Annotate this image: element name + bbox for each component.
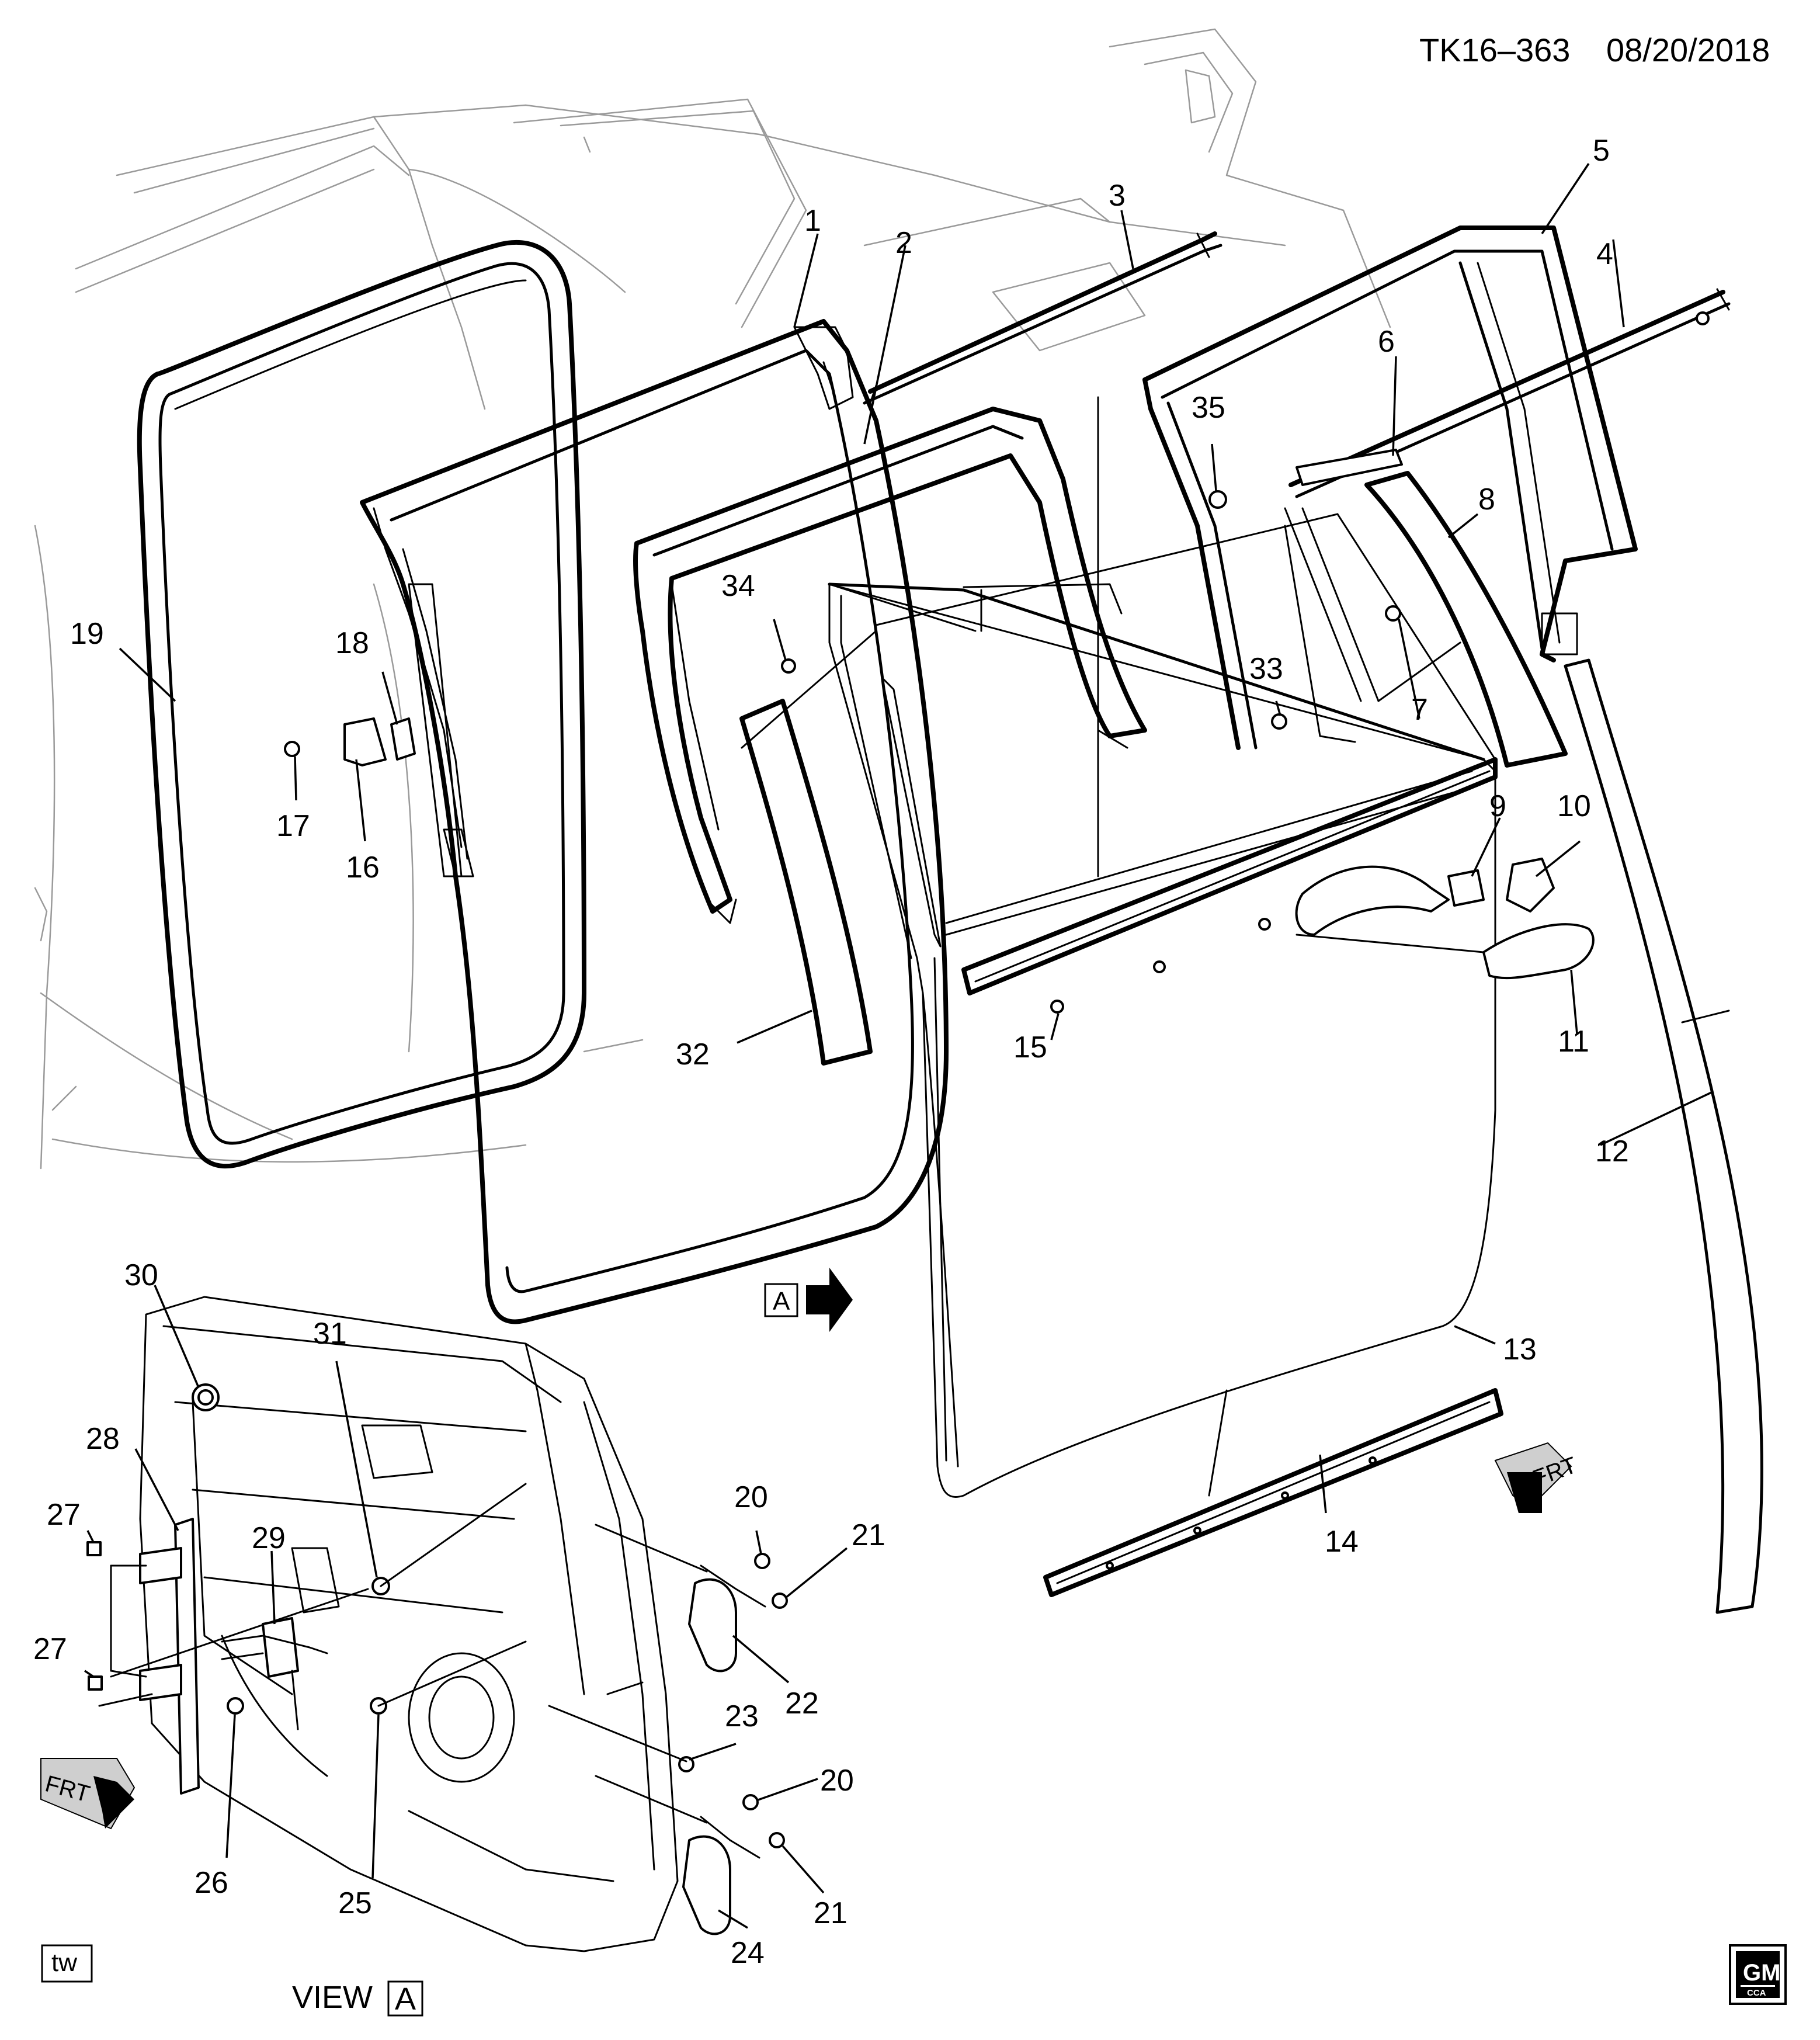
part-13-door-outer-panel [828,513,1496,1498]
callout-10: 10 [1557,789,1591,823]
tw-badge-label: tw [51,1948,77,1977]
frt-arrow-icon [1507,1472,1542,1513]
part-1-door-seal [360,319,949,1324]
part-21-bolt-lower [769,1832,785,1848]
callout-7: 7 [1411,693,1428,727]
part-30-grommet [192,1383,220,1411]
part-14-rocker-molding [1043,1388,1503,1597]
callout-2: 2 [895,226,912,260]
callout-14: 14 [1325,1525,1359,1559]
part-20-bolt-lower [742,1794,759,1810]
view-ref-arrow-icon [806,1268,853,1332]
callout-leaders [84,163,1712,1929]
drawing-id: TK16–363 [1419,32,1570,68]
callout-28: 28 [86,1422,120,1456]
part-34-screw [781,658,796,674]
callout-32: 32 [676,1038,710,1071]
callout-13: 13 [1503,1333,1537,1366]
part-26-bolt [227,1697,244,1715]
callout-31: 31 [313,1317,347,1351]
part-9-handle-bezel [1295,865,1485,936]
callout-24: 24 [731,1936,765,1970]
view-a-inner-panel [139,1296,679,1952]
callout-29: 29 [252,1521,286,1555]
part-17-bolt [284,741,300,757]
callout-19: 19 [70,617,104,651]
part-35-screw [1208,490,1227,509]
part-19-weatherstrip [137,240,586,1169]
part-18-striker-plate [390,717,416,761]
callout-6: 6 [1378,325,1395,359]
callout-23: 23 [725,1699,759,1733]
view-a-reference: A [764,1268,853,1332]
callout-9: 9 [1489,789,1506,823]
callout-12: 12 [1595,1135,1629,1168]
part-12-rear-seal [1564,658,1763,1614]
callout-21a: 21 [852,1518,885,1552]
callout-33: 33 [1249,652,1283,686]
frt-arrow-icon-lower [93,1776,134,1829]
callout-21b: 21 [814,1896,848,1930]
part-6-clip [1295,449,1403,486]
callout-4: 4 [1596,237,1613,271]
view-title: VIEW [292,1980,373,2015]
callout-1: 1 [804,204,821,238]
drawing-header: TK16–363 08/20/2018 [1419,32,1770,68]
part-22-upper-hinge [688,1564,766,1673]
callout-labels: 1 2 3 4 5 6 7 8 9 10 11 12 13 14 15 16 1… [33,134,1629,1970]
callout-22: 22 [785,1687,819,1720]
part-15-belt-molding [961,757,1498,1014]
part-32-front-applique [739,699,873,1066]
tw-badge: tw [41,1944,93,1983]
callout-8: 8 [1478,483,1495,516]
part-21-bolt-upper [772,1593,788,1609]
callout-34: 34 [721,569,755,603]
gm-logo: GM CCA [1729,1944,1787,2005]
view-a-leaders-right [548,1524,708,1824]
callout-11: 11 [1558,1025,1589,1059]
part-20-bolt-upper [754,1553,770,1569]
part-24-lower-hinge [682,1816,760,1935]
gm-logo-sub: CCA [1747,1988,1766,1998]
callout-3: 3 [1109,179,1126,213]
view-title-box-label: A [395,1982,416,2017]
vehicle-body-outline [34,28,1391,1170]
callout-35: 35 [1192,391,1225,425]
view-a-leaders-bolts [377,1483,527,1707]
part-5-window-frame [1142,225,1638,750]
callout-5: 5 [1593,134,1610,168]
callout-27b: 27 [33,1632,67,1666]
callout-20b: 20 [820,1764,854,1798]
callout-20a: 20 [734,1480,768,1514]
assembly-leader-lines [741,396,1461,877]
part-33-screw [1271,713,1287,730]
callout-25: 25 [338,1886,372,1920]
view-a-leaders-left [98,1564,369,1707]
part-27-bolt-lower [88,1675,103,1691]
part-16-striker [343,717,387,766]
part-2-glass-run-channel [633,407,1147,924]
view-a-title: VIEW A [292,1980,423,2017]
part-11-outside-handle [1295,923,1595,980]
part-29-check-link [221,1617,328,1730]
callout-17: 17 [276,809,310,843]
gm-logo-text: GM [1743,1960,1780,1986]
frt-indicator-upper: FRT [1494,1442,1580,1513]
part-28-hinge-check [139,1518,200,1795]
drawing-date: 08/20/2018 [1606,32,1770,68]
callout-26: 26 [194,1866,228,1900]
part-7-applique-bracket [1284,507,1401,702]
frt-indicator-lower: FRT [40,1758,136,1830]
callout-16: 16 [346,851,380,884]
part-8-rear-applique [1364,471,1568,768]
part-27-bolt-upper [86,1541,102,1556]
callout-18: 18 [335,626,369,660]
view-ref-box-label: A [773,1287,790,1316]
callout-15: 15 [1013,1031,1047,1064]
callout-30: 30 [124,1258,158,1292]
part-3-upper-strip [863,231,1222,405]
callout-27a: 27 [47,1498,81,1532]
